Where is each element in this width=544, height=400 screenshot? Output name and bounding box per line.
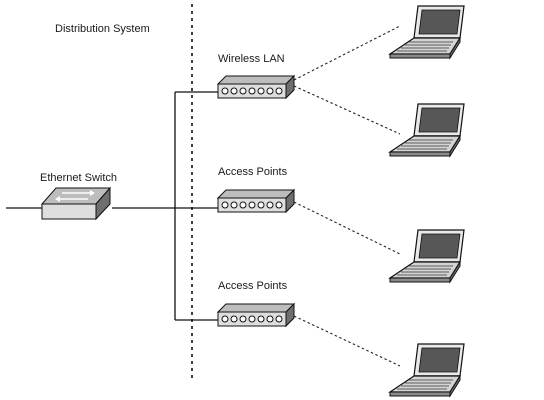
access-points-label: Access Points xyxy=(218,280,288,292)
laptop-icon xyxy=(389,5,465,59)
laptop-icon xyxy=(389,103,465,157)
wireless-lan-label: Wireless LAN xyxy=(218,53,285,65)
backbone-wiring xyxy=(6,91,218,321)
wireless-links xyxy=(293,25,401,367)
distribution-system-label: Distribution System xyxy=(55,23,150,35)
access-point-icon xyxy=(217,303,295,327)
wireless-link xyxy=(293,85,401,135)
laptop-icon xyxy=(389,343,465,397)
wireless-link xyxy=(293,201,401,255)
laptop-icon xyxy=(389,229,465,283)
ethernet-switch-label: Ethernet Switch xyxy=(40,172,117,184)
wireless-link xyxy=(293,315,401,367)
access-points-label: Access Points xyxy=(218,166,288,178)
access-point-icon xyxy=(217,189,295,213)
ethernet-switch-icon xyxy=(40,186,112,221)
access-point-icon xyxy=(217,75,295,99)
wireless-link xyxy=(293,25,401,81)
